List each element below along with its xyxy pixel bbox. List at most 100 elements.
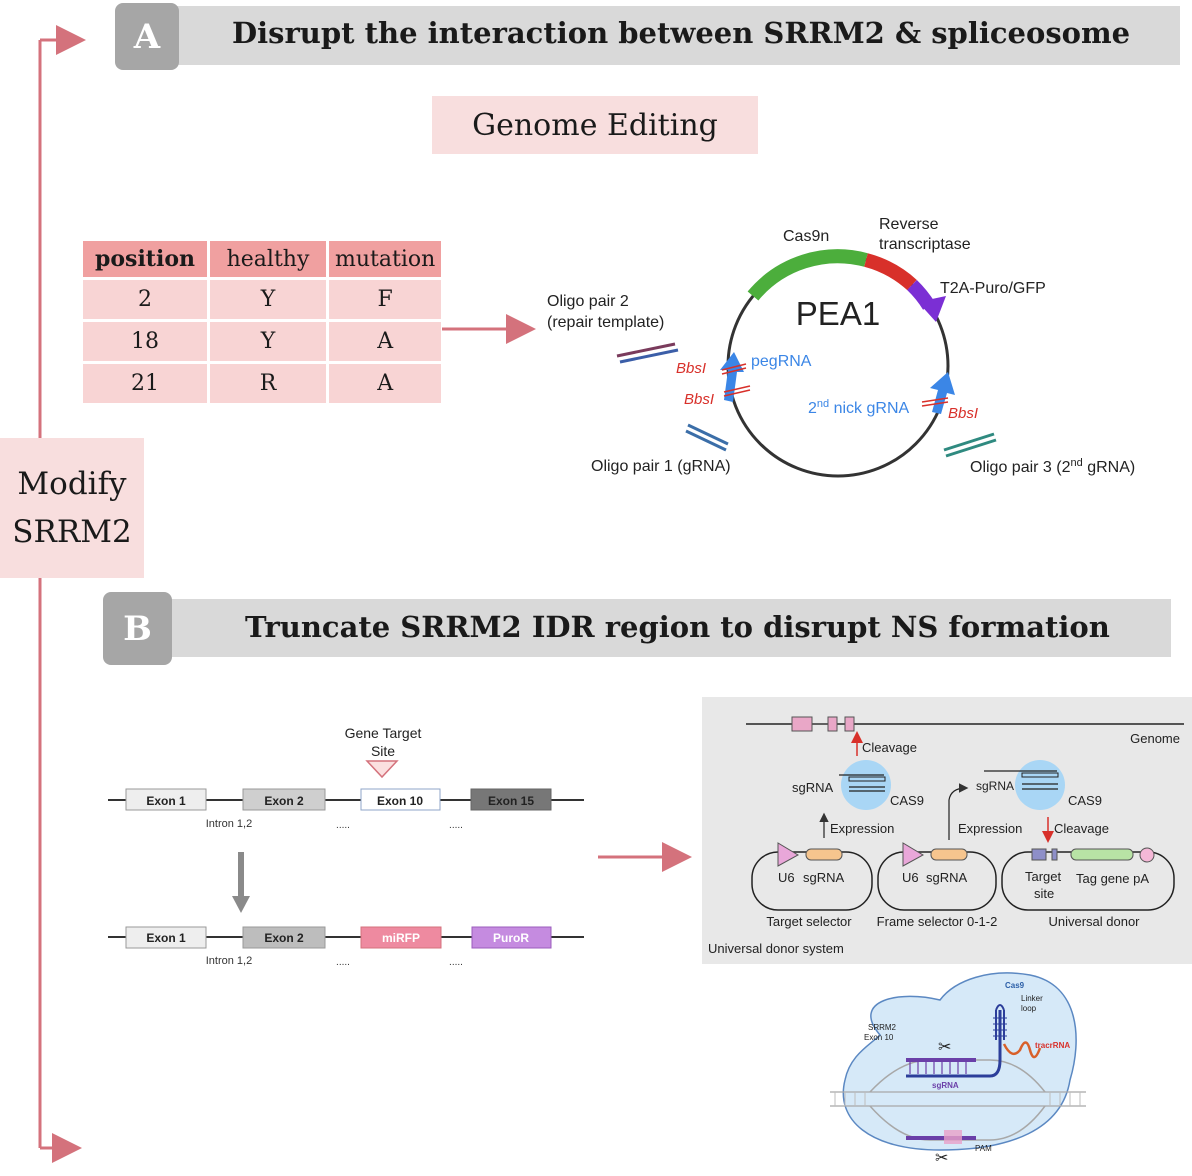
target-label: Target <box>1025 869 1062 884</box>
bottom-intron-label: Intron 1,2 <box>206 955 252 967</box>
header-mutation: mutation <box>329 241 442 277</box>
linker-label-2: loop <box>1021 1004 1037 1013</box>
bbsi-label-2: BbsI <box>684 391 714 408</box>
oligo1-label: Oligo pair 1 (gRNA) <box>591 458 731 475</box>
side-label-line2: SRRM2 <box>12 514 132 550</box>
top-exon-15 <box>470 788 552 811</box>
cleavage-label-2: Cleavage <box>1054 821 1109 836</box>
universal-donor-label: Universal donor <box>1048 914 1140 929</box>
cell-healthy: Y <box>210 322 326 361</box>
donor-caption: Universal donor system <box>708 941 844 956</box>
top-exon-1-label: Exon 1 <box>146 794 186 808</box>
cell-position: 21 <box>83 364 207 403</box>
puror-label: PuroR <box>493 931 529 945</box>
tag-gene-label: Tag gene pA <box>1076 871 1149 886</box>
table-row: 18 Y A <box>83 322 442 361</box>
bbsi-label-1: BbsI <box>676 360 706 377</box>
gene-map: Gene Target Site Exon 1 Exon 2 Exon 10 E… <box>108 725 584 968</box>
sgrna-label-1: sgRNA <box>792 780 834 795</box>
top-exon-2-label: Exon 2 <box>264 794 304 808</box>
bottom-exon-2 <box>242 926 326 949</box>
bottom-exon-1 <box>125 926 207 949</box>
modify-srrm2-box: Modify SRRM2 <box>0 438 144 578</box>
cas9-icon-1 <box>841 760 891 810</box>
cas9-complex-label: Cas9 <box>1005 981 1025 990</box>
bottom-dots-1: ..... <box>336 957 350 968</box>
plasmid-pea1: PEA1 Cas9n Reverse transcriptase T2A-Pur… <box>547 216 1135 478</box>
sgrna-complex-label: sgRNA <box>932 1081 959 1090</box>
srrm2-label-2: Exon 10 <box>864 1033 894 1042</box>
side-label-line1: Modify <box>17 466 127 502</box>
oligo3-label: Oligo pair 3 (2nd gRNA) <box>970 457 1135 476</box>
top-exon-10-label: Exon 10 <box>377 794 423 808</box>
cell-mutation: A <box>329 364 442 403</box>
target-site-triangle-icon <box>365 760 399 779</box>
sgrna-label-4: sgRNA <box>926 870 968 885</box>
section-b-bar <box>140 599 1171 657</box>
table-row: 2 Y F <box>83 280 442 319</box>
oligo2-label-2: (repair template) <box>547 314 664 331</box>
cell-healthy: R <box>210 364 326 403</box>
rt-label-1: Reverse <box>879 216 939 233</box>
oligo-pair-3-icon <box>943 432 997 458</box>
nick-grna-label: 2nd nick gRNA <box>808 398 910 417</box>
t2a-arrow-icon <box>918 296 946 322</box>
cell-mutation: F <box>329 280 442 319</box>
cell-position: 18 <box>83 322 207 361</box>
down-arrow-icon <box>238 852 244 898</box>
mirfp-box <box>360 926 442 949</box>
cas9-icon-2 <box>1015 760 1065 810</box>
cas9-complex: ✂ ✂ Cas9 Linker loop SRRM2 Exon 10 tracr… <box>830 972 1086 1167</box>
site-label: site <box>1034 886 1054 901</box>
genome-label: Genome <box>1130 731 1180 746</box>
top-dots-1: ..... <box>336 820 350 831</box>
genome-editing-label: Genome Editing <box>432 96 758 154</box>
u6-label-1: U6 <box>778 870 795 885</box>
pegrna-arrow-icon <box>720 352 744 402</box>
scissors-icon-2: ✂ <box>935 1150 948 1167</box>
frame-selector-label: Frame selector 0-1-2 <box>877 914 998 929</box>
gene-target-label-2: Site <box>371 743 395 759</box>
section-a-letter: A <box>115 3 179 70</box>
t2a-label: T2A-Puro/GFP <box>940 280 1046 297</box>
oligo2-label-1: Oligo pair 2 <box>547 293 629 310</box>
expression-label-1: Expression <box>830 821 894 836</box>
sgrna-label-2: sgRNA <box>976 779 1014 793</box>
bbsi-sites <box>721 363 949 407</box>
section-a-title: Disrupt the interaction between SRRM2 & … <box>232 16 1131 50</box>
tracrrna-label: tracrRNA <box>1035 1041 1070 1050</box>
oligo-pair-1-icon <box>685 423 729 452</box>
table-row: 21 R A <box>83 364 442 403</box>
target-selector-label: Target selector <box>766 914 852 929</box>
top-exon-15-label: Exon 15 <box>488 794 534 808</box>
top-intron-label: Intron 1,2 <box>206 818 252 830</box>
scissors-icon-1: ✂ <box>938 1039 951 1056</box>
cell-position: 2 <box>83 280 207 319</box>
u6-promoter-icon-2 <box>902 842 925 867</box>
cas9-label-1: CAS9 <box>890 793 924 808</box>
bracket-connector <box>38 25 86 1163</box>
bottom-exon-2-label: Exon 2 <box>264 931 304 945</box>
header-position: position <box>83 241 207 277</box>
top-exon-1 <box>125 788 207 811</box>
pam-label: PAM <box>975 1144 992 1153</box>
cleavage-label-1: Cleavage <box>862 740 917 755</box>
pegrna-label: pegRNA <box>751 353 812 370</box>
cas9-label-2: CAS9 <box>1068 793 1102 808</box>
tracrrna-strand <box>1002 1041 1042 1059</box>
cell-healthy: Y <box>210 280 326 319</box>
u6-promoter-icon-1 <box>777 842 800 867</box>
cas9n-label: Cas9n <box>783 228 829 245</box>
bottom-dots-2: ..... <box>449 957 463 968</box>
bottom-exon-1-label: Exon 1 <box>146 931 186 945</box>
linker-label-1: Linker <box>1021 994 1043 1003</box>
top-dots-2: ..... <box>449 820 463 831</box>
oligo-pair-2-icon <box>616 342 679 364</box>
header-healthy: healthy <box>210 241 326 277</box>
mutation-table: position healthy mutation 2 Y F 18 Y A 2… <box>80 238 444 406</box>
mirfp-label: miRFP <box>382 931 420 945</box>
u6-label-2: U6 <box>902 870 919 885</box>
top-exon-10 <box>360 788 441 811</box>
cell-mutation: A <box>329 322 442 361</box>
